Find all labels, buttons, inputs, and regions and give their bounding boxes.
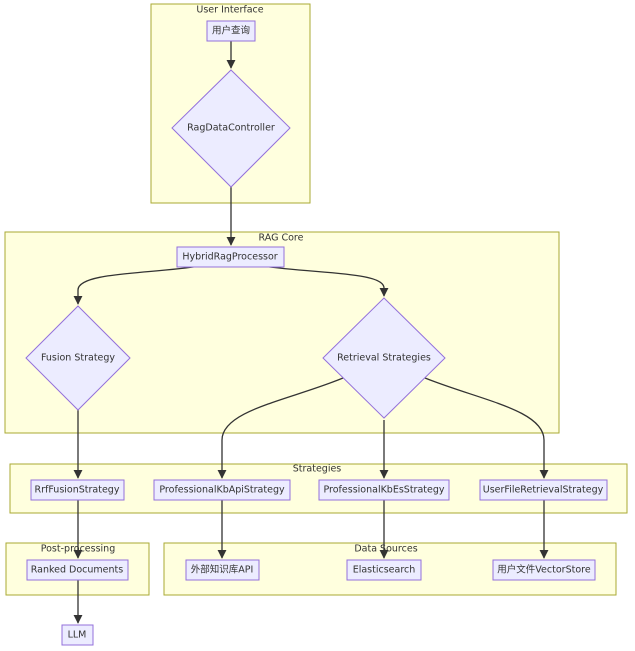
node-ranked-documents[interactable]: Ranked Documents [26,559,129,581]
node-label-professional-kb-api-strategy: ProfessionalKbApiStrategy [159,485,285,496]
edge-retrieval-to-kbapi [217,377,344,479]
node-external-kb-api[interactable]: 外部知识库API [185,559,260,581]
node-fusion-strategy[interactable]: Fusion Strategy [25,305,131,411]
node-label-professional-kb-es-strategy: ProfessionalKbEsStrategy [323,485,444,496]
node-elasticsearch[interactable]: Elasticsearch [346,559,422,581]
node-label-rrf-fusion-strategy: RrfFusionStrategy [35,485,120,496]
node-label-user-file-vector-store: 用户文件VectorStore [497,564,591,576]
node-label-llm: LLM [68,630,87,641]
node-label-ranked-documents: Ranked Documents [31,565,124,576]
node-user-query[interactable]: 用户查询 [206,20,256,42]
node-label-hybrid-rag-processor: HybridRagProcessor [182,252,277,263]
cluster-label-user-interface: User Interface [196,5,263,16]
node-professional-kb-api-strategy[interactable]: ProfessionalKbApiStrategy [153,479,291,501]
cluster-label-strategies: Strategies [293,464,342,475]
node-professional-kb-es-strategy[interactable]: ProfessionalKbEsStrategy [318,479,450,501]
node-rag-data-controller[interactable]: RagDataController [171,69,291,188]
edge-processor-to-retrieval [261,265,389,297]
node-label-rag-data-controller: RagDataController [187,123,275,134]
node-label-elasticsearch: Elasticsearch [353,565,416,576]
edge-retrieval-to-userfile [424,377,549,479]
cluster-label-rag-core: RAG Core [259,233,304,244]
node-hybrid-rag-processor[interactable]: HybridRagProcessor [176,246,285,268]
node-label-user-file-retrieval-strategy: UserFileRetrievalStrategy [483,485,604,496]
node-llm[interactable]: LLM [61,624,94,646]
node-label-fusion-strategy: Fusion Strategy [41,353,115,364]
node-user-file-retrieval-strategy[interactable]: UserFileRetrievalStrategy [479,479,608,501]
node-rrf-fusion-strategy[interactable]: RrfFusionStrategy [30,479,125,501]
node-label-external-kb-api: 外部知识库API [191,564,254,576]
node-retrieval-strategies[interactable]: Retrieval Strategies [322,297,446,419]
edge-processor-to-fusion [73,265,201,305]
cluster-label-data-sources: Data Sources [354,544,417,555]
node-label-user-query: 用户查询 [212,25,250,37]
node-label-retrieval-strategies: Retrieval Strategies [337,353,431,364]
node-user-file-vector-store[interactable]: 用户文件VectorStore [492,559,596,581]
edges [73,41,549,624]
